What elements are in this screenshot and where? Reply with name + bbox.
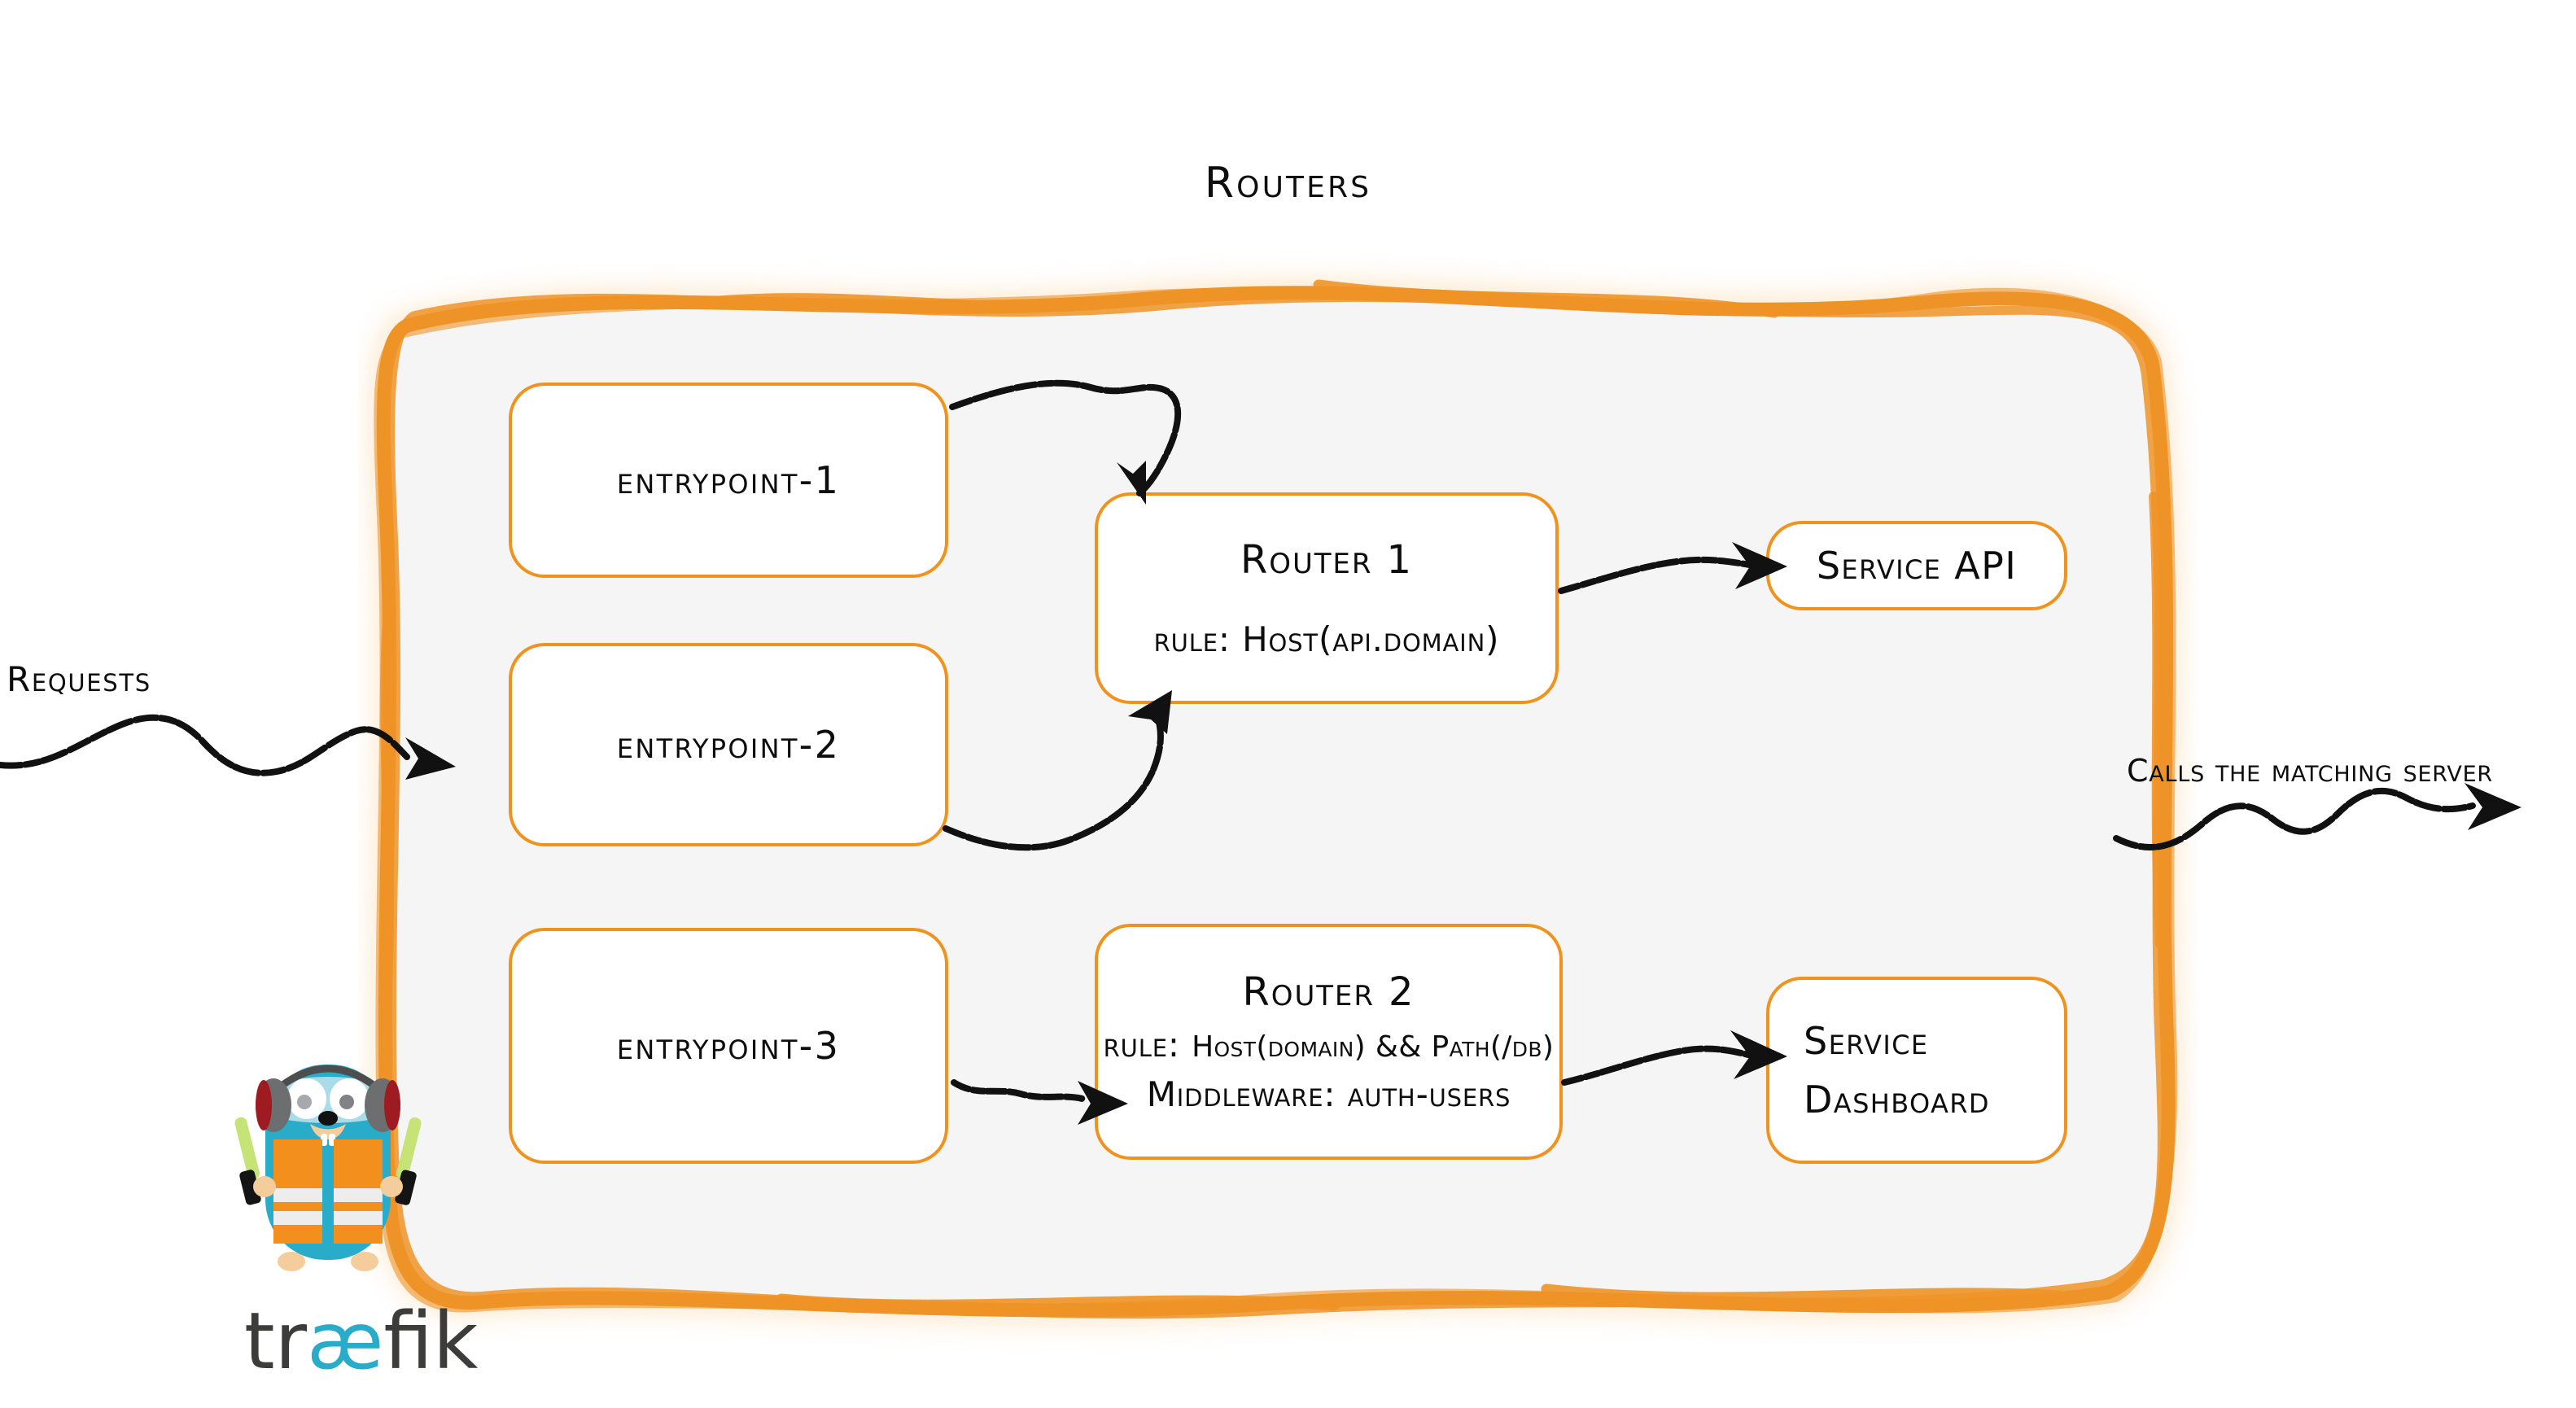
headphone-band bbox=[269, 1065, 387, 1096]
router-2-middleware: Middleware: auth-users bbox=[1147, 1074, 1511, 1114]
headphone-cup-left bbox=[256, 1078, 291, 1132]
router-1-rule-value: Host(api.domain) bbox=[1242, 619, 1500, 660]
entrypoint-1-node[interactable]: entrypoint-1 bbox=[509, 383, 948, 578]
router-2-middleware-prefix: Middleware: bbox=[1146, 1074, 1336, 1114]
light-wand-left bbox=[234, 1117, 261, 1205]
wordmark-fik: fik bbox=[383, 1296, 479, 1387]
page-title: Routers bbox=[1204, 159, 1372, 208]
router-2-rule: rule: Host(domain) && Path(/db) bbox=[1104, 1025, 1555, 1065]
calls-matching-server-label: Calls the matching server bbox=[2127, 753, 2493, 789]
router-2-node[interactable]: Router 2 rule: Host(domain) && Path(/db)… bbox=[1095, 924, 1563, 1160]
entrypoint-1-label: entrypoint-1 bbox=[616, 458, 841, 502]
calls-arrow bbox=[2113, 783, 2521, 850]
mascot-safety-vest bbox=[273, 1139, 383, 1244]
edge-entrypoint2-to-router1 bbox=[942, 690, 1172, 851]
requests-arrow bbox=[0, 714, 456, 780]
edge-entrypoint1-to-router1 bbox=[949, 379, 1182, 505]
router-2-rule-prefix: rule: bbox=[1103, 1025, 1180, 1065]
service-api-label: Service API bbox=[1816, 544, 2018, 588]
light-wand-right bbox=[395, 1117, 422, 1205]
mascot-foot-left bbox=[278, 1252, 305, 1271]
router-1-node[interactable]: Router 1 rule: Host(api.domain) bbox=[1095, 492, 1559, 704]
edge-router1-to-service-api bbox=[1558, 542, 1787, 594]
mascot-hand-left bbox=[253, 1176, 276, 1197]
mascot-nose bbox=[318, 1111, 338, 1126]
router-1-title: Router 1 bbox=[1240, 536, 1414, 583]
router-2-middleware-value: auth-users bbox=[1347, 1074, 1511, 1114]
router-2-title: Router 2 bbox=[1242, 969, 1415, 1015]
router-1-rule: rule: Host(api.domain) bbox=[1154, 619, 1500, 659]
entrypoint-3-node[interactable]: entrypoint-3 bbox=[509, 928, 948, 1164]
mascot-snout bbox=[310, 1124, 346, 1139]
edge-router2-to-service-dashboard bbox=[1561, 1030, 1787, 1086]
headphone-cup-right bbox=[365, 1078, 400, 1132]
router-1-rule-prefix: rule: bbox=[1153, 619, 1231, 660]
mascot-hand-right bbox=[380, 1176, 403, 1197]
traefik-gopher-mascot bbox=[234, 1065, 422, 1271]
mascot-foot-right bbox=[351, 1252, 378, 1271]
service-dashboard-label-line2: Dashboard bbox=[1804, 1078, 1990, 1122]
requests-label: Requests bbox=[7, 659, 151, 699]
service-dashboard-node[interactable]: Service Dashboard bbox=[1766, 977, 2067, 1164]
traefik-wordmark: træfik bbox=[244, 1302, 488, 1392]
service-dashboard-label-line1: Service bbox=[1804, 1019, 1929, 1063]
service-api-node[interactable]: Service API bbox=[1766, 521, 2067, 610]
entrypoint-2-label: entrypoint-2 bbox=[616, 723, 841, 767]
router-2-rule-value: Host(domain) && Path(/db) bbox=[1192, 1030, 1555, 1064]
wordmark-ae: æ bbox=[307, 1296, 384, 1387]
entrypoint-2-node[interactable]: entrypoint-2 bbox=[509, 643, 948, 846]
entrypoint-3-label: entrypoint-3 bbox=[616, 1024, 841, 1068]
wordmark-tr: tr bbox=[244, 1296, 308, 1387]
